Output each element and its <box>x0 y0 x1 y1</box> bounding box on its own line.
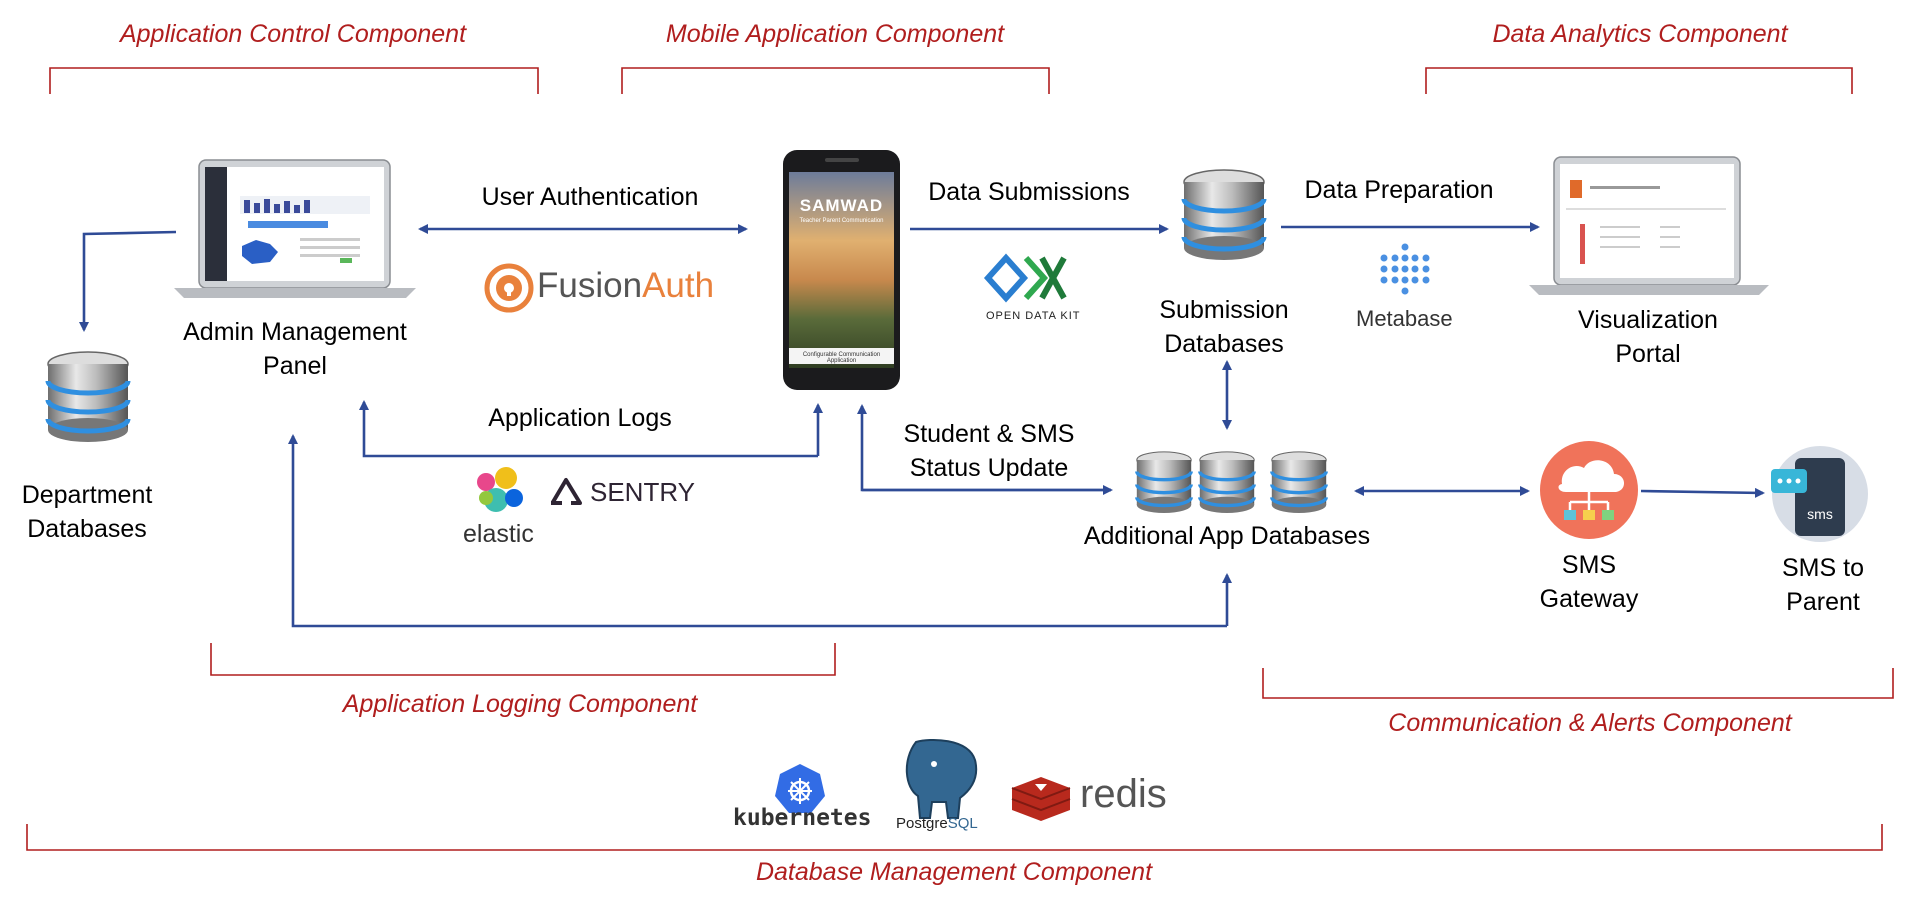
sms-parent-label: SMS to Parent <box>1782 551 1864 619</box>
visualization-label-line1: Visualization <box>1578 306 1718 334</box>
label-app-logging-component: Application Logging Component <box>342 690 698 718</box>
status-update-label-line1: Student & SMS <box>903 420 1075 448</box>
additional-db-icon-2 <box>1198 450 1256 515</box>
admin-panel-label: Admin Management Panel <box>183 315 407 383</box>
additional-db-label: Additional App Databases <box>1083 522 1371 550</box>
postgres-text-a: Postgre <box>896 815 948 832</box>
arrow-app-logs <box>359 400 818 458</box>
app-logs-label: Application Logs <box>488 404 672 432</box>
kubernetes-logo-icon <box>775 764 825 813</box>
phone-app-title: SAMWAD <box>799 196 884 215</box>
bracket-db-management <box>26 824 1883 851</box>
bracket-comm-alerts <box>1262 668 1894 699</box>
fusionauth-logo-text: FusionAuth <box>537 266 714 306</box>
submission-db-label: Submission Databases <box>1159 293 1288 361</box>
sms-phone-icon <box>1771 446 1868 542</box>
user-auth-label: User Authentication <box>481 183 699 211</box>
additional-db-icon-3 <box>1270 450 1328 515</box>
phone-icon <box>783 150 900 390</box>
label-app-control-component: Application Control Component <box>119 20 467 48</box>
admin-laptop-icon <box>174 159 416 298</box>
data-preparation-label: Data Preparation <box>1304 176 1494 204</box>
submission-db-label-line2: Databases <box>1164 330 1284 358</box>
submission-db-label-line1: Submission <box>1159 296 1289 324</box>
sms-parent-label-line1: SMS to <box>1782 554 1864 582</box>
odk-logo-icon <box>983 253 1067 303</box>
data-submissions-label: Data Submissions <box>928 178 1130 206</box>
fusionauth-text-a: Fusion <box>537 266 643 305</box>
fusionauth-text-b: Auth <box>642 266 715 305</box>
arrow-admin-to-deptdb <box>79 230 177 332</box>
label-data-analytics-component: Data Analytics Component <box>1492 20 1788 48</box>
fusionauth-logo-icon <box>484 263 534 313</box>
label-comm-alerts-component: Communication & Alerts Component <box>1388 709 1792 737</box>
redis-logo-text: redis <box>1080 772 1167 816</box>
bracket-data-analytics <box>1425 67 1853 94</box>
arrow-gateway-parent <box>1640 487 1765 498</box>
postgresql-logo-text: PostgreSQL <box>896 815 978 832</box>
kubernetes-logo-text: kubernetes <box>733 805 872 831</box>
bracket-app-logging <box>210 643 836 676</box>
status-update-label-line2: Status Update <box>909 454 1069 482</box>
sentry-logo-icon <box>551 478 582 505</box>
phone-app-subtitle: Teacher Parent Communication <box>799 218 884 224</box>
additional-db-icon-1 <box>1135 450 1193 515</box>
metabase-logo-icon <box>1380 243 1430 295</box>
postgresql-logo-icon <box>905 739 978 819</box>
label-mobile-app-component: Mobile Application Component <box>665 20 1005 48</box>
sms-gateway-label: SMS Gateway <box>1540 548 1639 616</box>
arrow-bottom-loop <box>288 434 1227 628</box>
sms-gateway-icon <box>1540 441 1638 539</box>
department-db-icon <box>48 352 128 442</box>
sms-parent-label-line2: Parent <box>1786 588 1860 616</box>
label-db-management-component: Database Management Component <box>755 858 1153 886</box>
metabase-logo-text: Metabase <box>1356 306 1453 331</box>
odk-logo-text: OPEN DATA KIT <box>986 310 1081 322</box>
status-update-label: Student & SMS Status Update <box>904 417 1075 485</box>
postgres-text-b: SQL <box>947 815 978 832</box>
elastic-logo-text: elastic <box>463 520 534 548</box>
visualization-label: Visualization Portal <box>1578 303 1718 371</box>
sms-gateway-label-line1: SMS <box>1561 551 1617 579</box>
department-db-label: Department Databases <box>22 478 153 546</box>
department-db-label-line2: Databases <box>27 515 147 543</box>
submission-db-icon <box>1184 170 1264 260</box>
sentry-logo-text: SENTRY <box>590 477 695 507</box>
redis-logo-icon <box>1011 777 1071 821</box>
department-db-label-line1: Department <box>21 481 153 509</box>
arrows <box>79 222 1765 628</box>
visualization-label-line2: Portal <box>1615 340 1681 368</box>
sms-icon-text: sms <box>1807 506 1833 522</box>
bracket-mobile-app <box>621 67 1050 94</box>
sms-gateway-label-line2: Gateway <box>1539 585 1639 613</box>
visualization-laptop-icon <box>1529 156 1769 295</box>
admin-panel-label-line1: Admin Management <box>183 318 407 346</box>
bracket-app-control <box>49 67 539 94</box>
admin-panel-label-line2: Panel <box>263 352 327 380</box>
elastic-logo-icon <box>477 467 523 512</box>
phone-app-footer: Configurable Communication Application <box>802 352 881 364</box>
